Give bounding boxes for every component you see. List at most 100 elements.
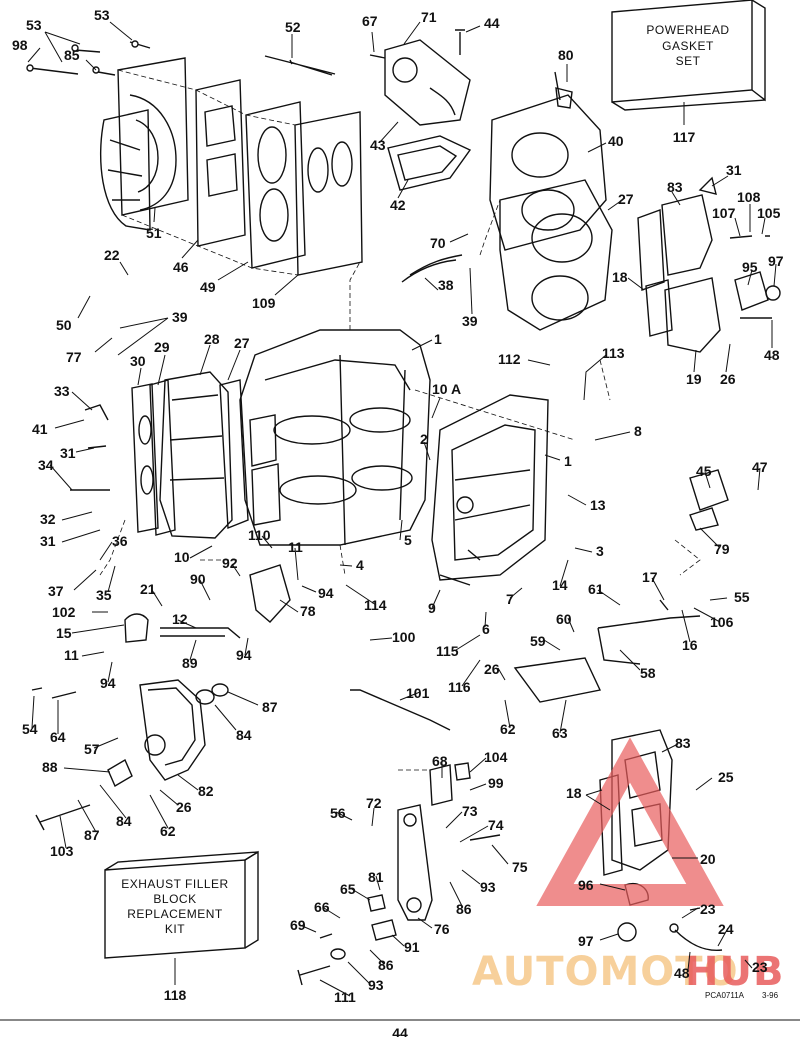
- label-27: 27: [618, 191, 634, 207]
- bypass-cover-group: [637, 176, 781, 353]
- exhaust-cover-stack: [70, 371, 249, 539]
- watermark: AUTOMOTO HUB: [472, 737, 784, 995]
- label-53: 53: [94, 7, 110, 23]
- label-44: 44: [484, 15, 500, 31]
- label-56: 56: [330, 805, 346, 821]
- label-54: 54: [22, 721, 38, 737]
- label-73: 73: [462, 803, 478, 819]
- label-34: 34: [38, 457, 54, 473]
- label-95: 95: [742, 259, 758, 275]
- label-24: 24: [718, 921, 734, 937]
- label-21: 21: [140, 581, 156, 597]
- label-1: 1: [564, 453, 572, 469]
- assembly-lines: [99, 199, 701, 771]
- label-81: 81: [368, 869, 384, 885]
- label-62: 62: [160, 823, 176, 839]
- label-82: 82: [198, 783, 214, 799]
- label-69: 69: [290, 917, 306, 933]
- label-114: 114: [364, 597, 387, 613]
- label-13: 13: [590, 497, 606, 513]
- label-105: 105: [757, 205, 781, 221]
- label-111: 111: [334, 989, 356, 1005]
- label-1: 1: [434, 331, 442, 347]
- label-106: 106: [710, 614, 734, 630]
- label-49: 49: [200, 279, 216, 295]
- label-18: 18: [612, 269, 628, 285]
- label-28: 28: [204, 331, 220, 347]
- label-2: 2: [420, 431, 428, 447]
- label-64: 64: [50, 729, 66, 745]
- label-94: 94: [236, 647, 252, 663]
- label-115: 115: [436, 643, 459, 659]
- label-66: 66: [314, 899, 330, 915]
- label-30: 30: [130, 353, 146, 369]
- label-4: 4: [356, 557, 364, 573]
- intake-manifold-group: [26, 40, 363, 276]
- label-8: 8: [634, 423, 642, 439]
- label-40: 40: [608, 133, 624, 149]
- lower-left-linkage: [31, 564, 291, 831]
- label-103: 103: [50, 843, 74, 859]
- label-98: 98: [12, 37, 28, 53]
- label-39: 39: [172, 309, 188, 325]
- label-78: 78: [300, 603, 316, 619]
- exhaust-kit-line-2: BLOCK: [153, 892, 196, 906]
- label-36: 36: [112, 533, 128, 549]
- label-96: 96: [578, 877, 594, 893]
- label-86: 86: [378, 957, 394, 973]
- label-23: 23: [700, 901, 716, 917]
- label-26: 26: [484, 661, 500, 677]
- watermark-text-2: HUB: [685, 949, 784, 995]
- label-7: 7: [506, 591, 514, 607]
- label-52: 52: [285, 19, 301, 35]
- label-93: 93: [368, 977, 384, 993]
- gasket-set-ref: 117: [673, 129, 696, 145]
- label-41: 41: [32, 421, 48, 437]
- label-85: 85: [64, 47, 80, 63]
- label-10a: 10 A: [432, 381, 461, 397]
- powerhead-gasket-set-box: POWERHEAD GASKET SET 117: [611, 0, 766, 145]
- label-76: 76: [434, 921, 450, 937]
- label-87: 87: [262, 699, 278, 715]
- label-31: 31: [60, 445, 76, 461]
- label-65: 65: [340, 881, 356, 897]
- label-14: 14: [552, 577, 568, 593]
- label-39: 39: [462, 313, 478, 329]
- label-27: 27: [234, 335, 250, 351]
- label-80: 80: [558, 47, 574, 63]
- label-20: 20: [700, 851, 716, 867]
- label-79: 79: [714, 541, 730, 557]
- label-107: 107: [712, 205, 736, 221]
- label-32: 32: [40, 511, 56, 527]
- label-19: 19: [686, 371, 702, 387]
- cylinder-head-group: [401, 71, 613, 331]
- label-45: 45: [696, 463, 712, 479]
- label-16: 16: [682, 637, 698, 653]
- label-75: 75: [512, 859, 528, 875]
- label-55: 55: [734, 589, 750, 605]
- figure-date: 3-96: [762, 991, 779, 1000]
- label-38: 38: [438, 277, 454, 293]
- label-33: 33: [54, 383, 70, 399]
- label-92: 92: [222, 555, 238, 571]
- exhaust-kit-ref: 118: [164, 987, 187, 1003]
- label-25: 25: [718, 769, 734, 785]
- page-number: 44: [392, 1025, 408, 1037]
- exhaust-kit-box: EXHAUST FILLER BLOCK REPLACEMENT KIT 118: [104, 850, 259, 1003]
- label-26: 26: [176, 799, 192, 815]
- label-26: 26: [720, 371, 736, 387]
- label-12: 12: [172, 611, 188, 627]
- label-86: 86: [456, 901, 472, 917]
- exhaust-kit-line-3: REPLACEMENT: [127, 907, 223, 921]
- label-70: 70: [430, 235, 446, 251]
- label-104: 104: [484, 749, 508, 765]
- label-116: 116: [448, 679, 471, 695]
- label-31: 31: [726, 162, 742, 178]
- figure-footer: PCA0711A 3-96 44: [0, 991, 800, 1037]
- exhaust-kit-line-1: EXHAUST FILLER: [121, 877, 228, 891]
- label-109: 109: [252, 295, 276, 311]
- label-48: 48: [674, 965, 690, 981]
- label-23: 23: [752, 959, 768, 975]
- label-47: 47: [752, 459, 768, 475]
- label-93: 93: [480, 879, 496, 895]
